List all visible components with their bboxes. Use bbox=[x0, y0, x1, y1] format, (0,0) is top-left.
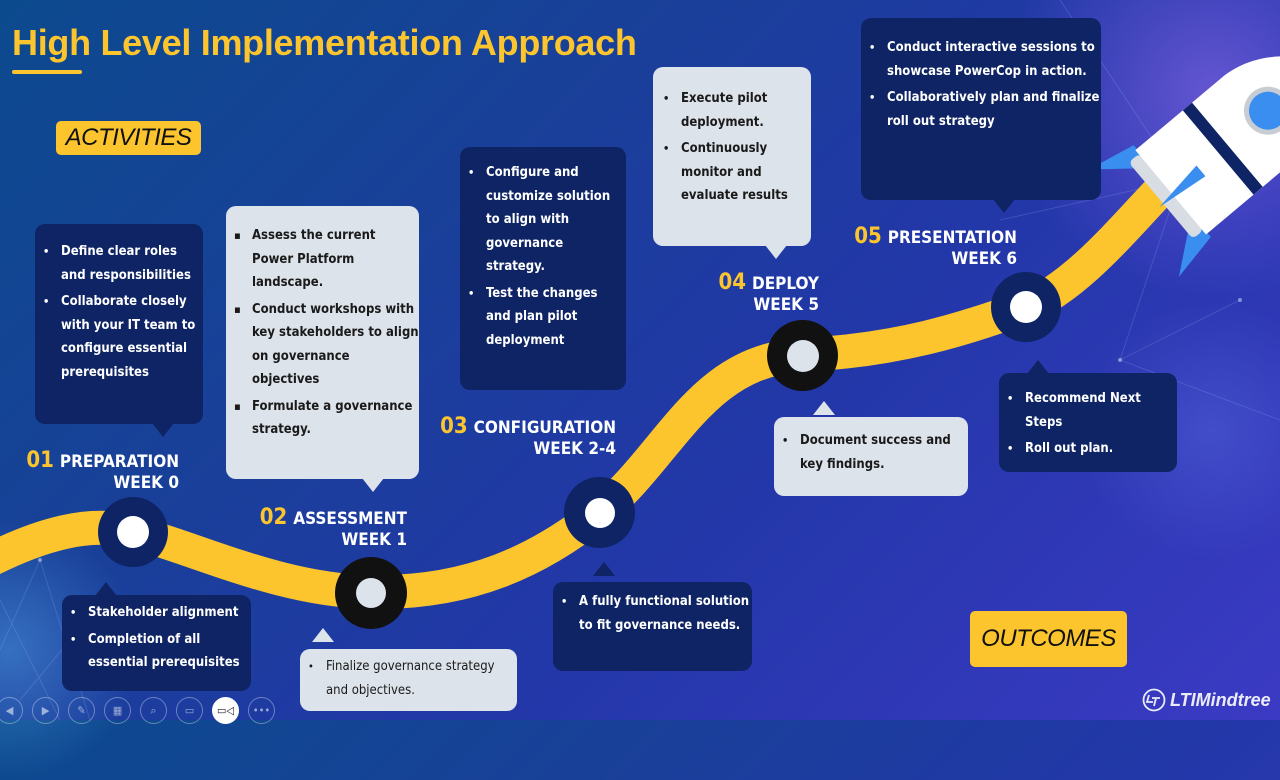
outcome-box-03: A fully functional solution to fit gover… bbox=[553, 582, 752, 671]
outcome-item: Finalize governance strategy and objecti… bbox=[300, 655, 517, 702]
callout-pointer bbox=[813, 401, 835, 415]
stage-number: 05 bbox=[854, 224, 882, 249]
node-dot bbox=[584, 497, 615, 528]
stage-name: DEPLOY bbox=[752, 274, 819, 294]
page-title: High Level Implementation Approach bbox=[12, 22, 637, 63]
title-underline bbox=[12, 70, 82, 74]
logo-text: LTIMindtree bbox=[1170, 689, 1271, 710]
activity-item: Define clear roles and responsibilities bbox=[35, 240, 203, 287]
outcome-list: Document success and key findings. bbox=[774, 429, 968, 476]
outcome-box-02: Finalize governance strategy and objecti… bbox=[300, 649, 517, 711]
activity-box-02: Assess the current Power Platform landsc… bbox=[226, 206, 419, 479]
stage-name: ASSESSMENT bbox=[293, 509, 407, 529]
stage-number: 01 bbox=[26, 448, 54, 473]
stage-week: WEEK 5 bbox=[753, 295, 819, 315]
outcome-item: A fully functional solution to fit gover… bbox=[553, 590, 752, 637]
activity-box-05: Conduct interactive sessions to showcase… bbox=[861, 18, 1101, 200]
outcome-item: Completion of all essential prerequisite… bbox=[62, 628, 251, 675]
stage-number: 04 bbox=[718, 270, 747, 295]
activity-item: Collaborate closely with your IT team to… bbox=[35, 290, 203, 384]
outcome-list: Recommend Next Steps Roll out plan. bbox=[999, 387, 1177, 461]
lti-logo-icon bbox=[1142, 688, 1166, 712]
activity-item: Test the changes and plan pilot deployme… bbox=[460, 282, 626, 353]
activity-list: Execute pilot deployment. Continuously m… bbox=[655, 87, 811, 208]
outcome-list: Stakeholder alignment Completion of all … bbox=[62, 601, 251, 675]
activity-item: Formulate a governance strategy. bbox=[226, 395, 419, 442]
callout-pointer bbox=[1027, 360, 1049, 374]
activity-item: Continuously monitor and evaluate result… bbox=[655, 137, 811, 208]
activity-box-01: Define clear roles and responsibilities … bbox=[35, 224, 203, 424]
outcome-item: Document success and key findings. bbox=[774, 429, 968, 476]
stage-name: PRESENTATION bbox=[887, 228, 1017, 248]
outcome-list: Finalize governance strategy and objecti… bbox=[300, 655, 517, 702]
stage-name: CONFIGURATION bbox=[473, 418, 616, 438]
activity-list: Define clear roles and responsibilities … bbox=[35, 240, 203, 384]
rocket-illustration bbox=[1088, 86, 1280, 277]
activity-list: Conduct interactive sessions to showcase… bbox=[861, 36, 1101, 133]
stage-name: PREPARATION bbox=[59, 452, 179, 472]
node-dot bbox=[1010, 291, 1042, 323]
stage-number: 02 bbox=[259, 505, 288, 530]
activity-item: Collaboratively plan and finalize roll o… bbox=[861, 86, 1101, 133]
callout-pointer bbox=[765, 245, 787, 259]
outcome-item: Stakeholder alignment bbox=[62, 601, 251, 625]
activity-item: Conduct interactive sessions to showcase… bbox=[861, 36, 1101, 83]
activity-box-03: Configure and customize solution to alig… bbox=[460, 147, 626, 390]
stage-node-05[interactable] bbox=[991, 272, 1061, 342]
stage-node-01[interactable] bbox=[98, 497, 168, 567]
stage-week: WEEK 2-4 bbox=[533, 439, 616, 459]
stage-number: 03 bbox=[440, 414, 468, 439]
node-dot bbox=[356, 578, 386, 608]
callout-pointer bbox=[993, 199, 1015, 213]
activity-item: Conduct workshops with key stakeholders … bbox=[226, 298, 419, 392]
outcomes-tag: OUTCOMES bbox=[970, 611, 1127, 667]
activity-item: Configure and customize solution to alig… bbox=[460, 161, 626, 279]
activity-list: Configure and customize solution to alig… bbox=[460, 161, 626, 352]
outcome-box-04: Document success and key findings. bbox=[774, 417, 968, 496]
stage-week: WEEK 1 bbox=[341, 530, 407, 550]
outcome-item: Roll out plan. bbox=[999, 437, 1177, 461]
outcome-box-05: Recommend Next Steps Roll out plan. bbox=[999, 373, 1177, 472]
company-logo: LTIMindtree bbox=[1142, 688, 1271, 712]
node-dot bbox=[117, 516, 149, 548]
outcome-item: Recommend Next Steps bbox=[999, 387, 1177, 434]
callout-pointer bbox=[312, 628, 334, 642]
callout-pointer bbox=[593, 562, 615, 576]
activity-item: Assess the current Power Platform landsc… bbox=[226, 224, 419, 295]
activities-label: ACTIVITIES bbox=[65, 124, 192, 151]
outcome-list: A fully functional solution to fit gover… bbox=[553, 590, 752, 637]
stage-week: WEEK 0 bbox=[113, 473, 179, 493]
node-dot bbox=[786, 339, 819, 372]
activities-tag: ACTIVITIES bbox=[56, 121, 201, 155]
callout-pointer bbox=[152, 423, 174, 437]
activity-item: Execute pilot deployment. bbox=[655, 87, 811, 134]
stage-week: WEEK 6 bbox=[951, 249, 1017, 269]
callout-pointer bbox=[95, 582, 117, 596]
activity-list: Assess the current Power Platform landsc… bbox=[226, 224, 419, 442]
callout-pointer bbox=[362, 478, 384, 492]
stage-node-04[interactable] bbox=[767, 320, 838, 391]
stage-node-03[interactable] bbox=[564, 477, 635, 548]
outcomes-label: OUTCOMES bbox=[981, 625, 1116, 652]
stage-node-02[interactable] bbox=[335, 557, 407, 629]
activity-box-04: Execute pilot deployment. Continuously m… bbox=[653, 67, 811, 246]
outcome-box-01: Stakeholder alignment Completion of all … bbox=[62, 595, 251, 691]
